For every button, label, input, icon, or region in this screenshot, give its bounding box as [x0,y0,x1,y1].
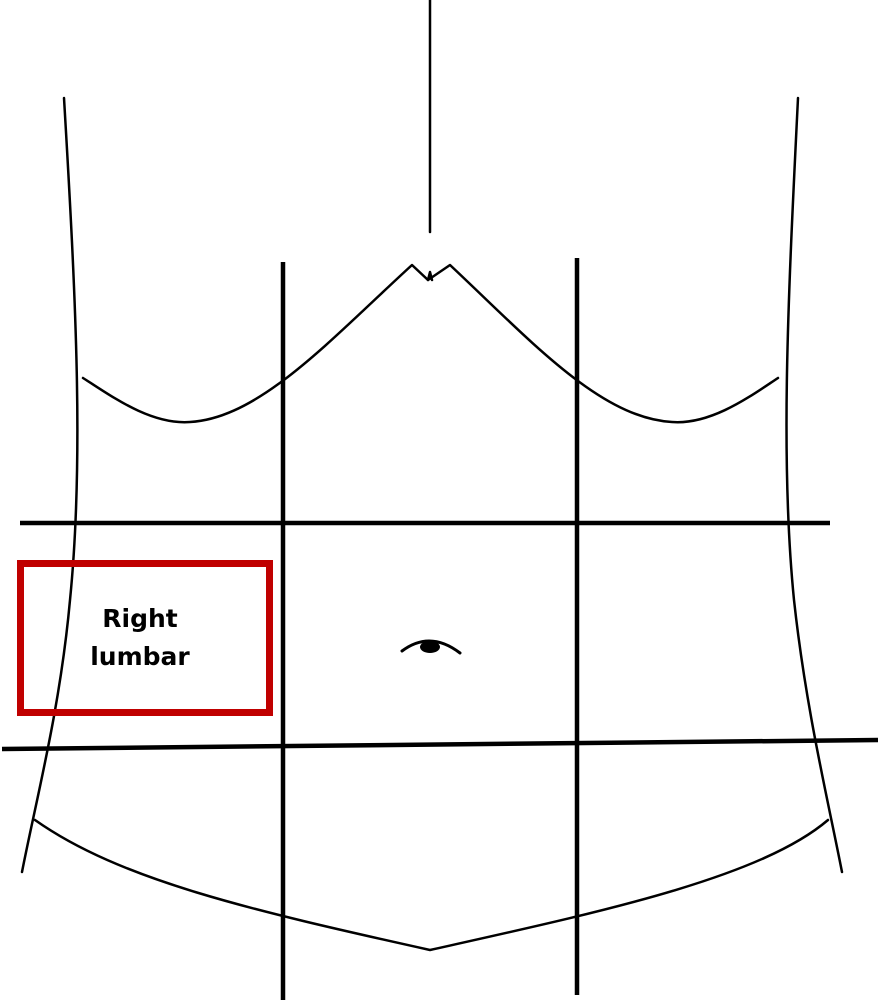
right-lumbar-highlight-box: Right lumbar [17,560,273,716]
inguinal-border [33,818,830,952]
costal-margin [81,263,780,424]
transtubercular-plane-line [1,737,879,752]
region-label-line1: Right [102,604,178,633]
xiphoid-process [426,270,434,282]
region-label-line2: lumbar [90,642,190,671]
region-label: Right lumbar [90,600,190,676]
umbilicus-icon [400,639,462,655]
torso-outline-left [20,96,79,874]
torso-outline-right [785,96,844,874]
